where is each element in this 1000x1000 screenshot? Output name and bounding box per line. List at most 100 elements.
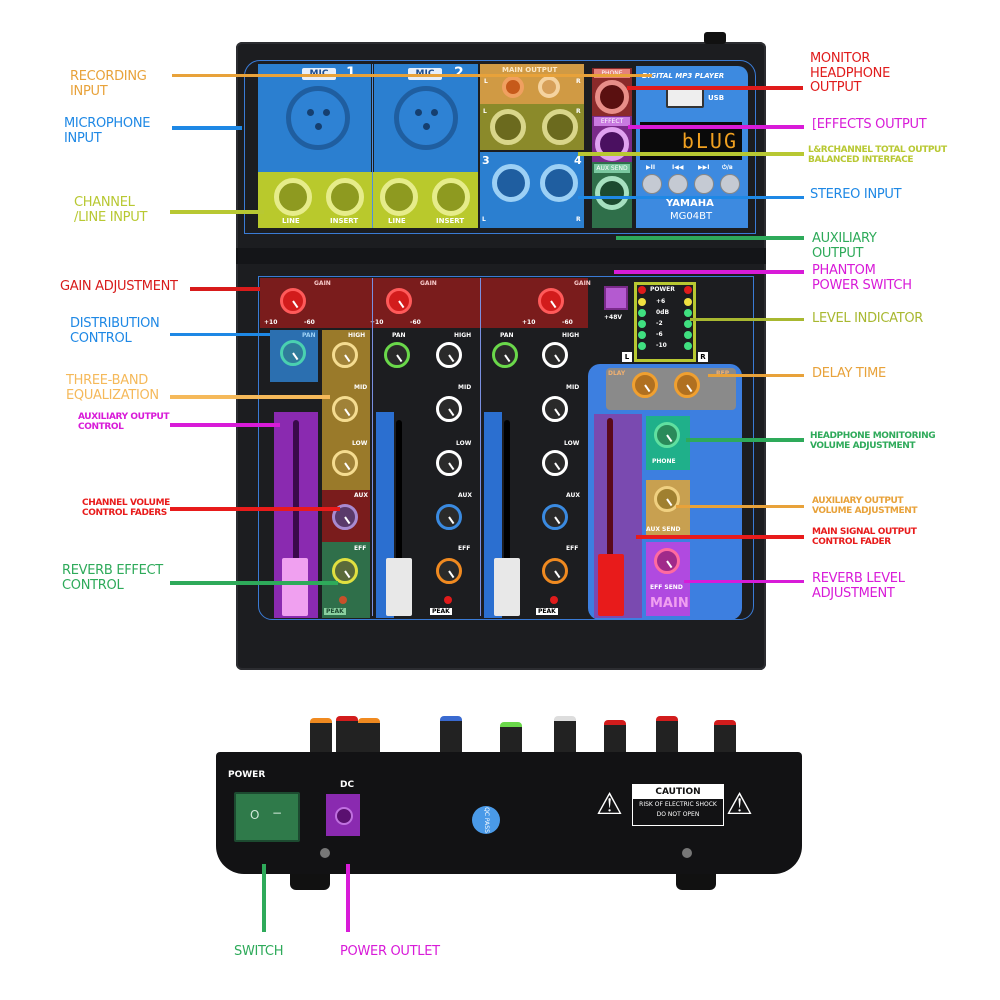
low-eq-knob-1[interactable] [332, 450, 358, 476]
high-eq-knob-2[interactable] [436, 342, 462, 368]
balanced-jack-right[interactable] [542, 109, 578, 145]
fader-track-1 [293, 420, 299, 570]
aux-knob-3-4[interactable] [542, 504, 568, 530]
line-jack-2[interactable] [380, 178, 418, 216]
aux-knob-2[interactable] [436, 504, 462, 530]
mid-eq-knob-2[interactable] [436, 396, 462, 422]
high-eq-knob-1[interactable] [332, 342, 358, 368]
meter-level-label: -10 [656, 342, 667, 349]
play-pause-button[interactable] [642, 174, 662, 194]
r-label: R [576, 216, 581, 223]
callout-line-aux-output-volume [676, 505, 804, 508]
callout-line-headphone-monitoring-volume [686, 438, 804, 442]
meter-led-l [638, 320, 646, 328]
aux-knob-1[interactable] [332, 504, 358, 530]
gain-knob-3-4[interactable] [538, 288, 564, 314]
balanced-jack-left[interactable] [490, 109, 526, 145]
stereo-jack-3[interactable] [492, 164, 530, 202]
power-switch[interactable]: O − [234, 792, 300, 842]
r-label: R [576, 108, 581, 115]
xlr-jack-2[interactable] [394, 86, 458, 150]
mid-eq-knob-1[interactable] [332, 396, 358, 422]
main-fader[interactable] [598, 554, 624, 616]
callout-line-three-band-equalization [170, 395, 330, 399]
l-label: L [483, 108, 487, 115]
peak-label-1: PEAK [324, 608, 346, 615]
eff-send-knob[interactable] [654, 548, 680, 574]
meter-l-label: L [622, 352, 632, 362]
meter-level-label: +6 [656, 298, 666, 305]
pan-knob-3-4[interactable] [492, 342, 518, 368]
phone-jack[interactable] [595, 80, 629, 114]
callout-line-auxiliary-output-control [170, 423, 280, 427]
usb-port[interactable] [666, 88, 704, 108]
callout-channel-volume-control-faders: CHANNEL VOLUME CONTROL FADERS [82, 498, 170, 519]
xlr-jack-1[interactable] [286, 86, 350, 150]
low-eq-knob-2[interactable] [436, 450, 462, 476]
input-panel [244, 60, 756, 234]
mode-label: ⏻/ʙ [722, 164, 733, 171]
caution-line2: DO NOT OPEN [656, 811, 700, 818]
fader-3-4[interactable] [494, 558, 520, 616]
pan-knob-2[interactable] [384, 342, 410, 368]
stereo-jack-4[interactable] [540, 164, 578, 202]
high-label: HIGH [348, 332, 366, 339]
fader-1[interactable] [282, 558, 308, 616]
peak-led-3-4 [550, 596, 558, 604]
lightning-warning-icon: ⚠ [596, 787, 623, 822]
mic1-zone: MIC 1 [258, 64, 371, 172]
foot [676, 874, 716, 890]
prev-button[interactable] [668, 174, 688, 194]
callout-line-gain-adjustment [190, 287, 260, 291]
delay-knob[interactable] [632, 372, 658, 398]
mp3-title: DIGITAL MP3 PLAYER [642, 72, 725, 80]
dc-power-jack[interactable] [326, 794, 360, 836]
mp3-player: DIGITAL MP3 PLAYER USB bLUG ▶II I◀◀ ▶▶I … [636, 66, 748, 228]
low-eq-knob-3-4[interactable] [542, 450, 568, 476]
gain-knob-1[interactable] [280, 288, 306, 314]
gain-strip [260, 278, 588, 328]
fader-2[interactable] [386, 558, 412, 616]
insert-jack-2[interactable] [432, 178, 470, 216]
aux-label: AUX [354, 492, 368, 499]
eff-knob-2[interactable] [436, 558, 462, 584]
l-label: L [484, 78, 488, 85]
main-label: MAIN [650, 596, 689, 611]
eff-knob-1[interactable] [332, 558, 358, 584]
foot [290, 874, 330, 890]
callout-lr-total-output: L&RCHANNEL TOTAL OUTPUT BALANCED INTERFA… [808, 145, 947, 166]
meter-led-l [638, 342, 646, 350]
mid-eq-knob-3-4[interactable] [542, 396, 568, 422]
rca-jack-left[interactable] [502, 76, 524, 98]
repeat-knob[interactable] [674, 372, 700, 398]
meter-led-l [638, 309, 646, 317]
pan-knob-1[interactable] [280, 340, 306, 366]
insert-jack-1[interactable] [326, 178, 364, 216]
mic2-zone: MIC 2 [374, 64, 478, 172]
mode-bluetooth-button[interactable] [720, 174, 740, 194]
eff-knob-3-4[interactable] [542, 558, 568, 584]
switch-off-mark: − [272, 806, 283, 820]
meter-level-label: 0dB [656, 309, 670, 316]
power-led-l [638, 286, 646, 294]
low-label: LOW [456, 440, 472, 447]
power-label: POWER [228, 770, 266, 780]
gain-knob-2[interactable] [386, 288, 412, 314]
callout-line-phantom-power-switch [614, 270, 804, 274]
callout-line-channel-line-input [170, 210, 264, 214]
insert-label-1: INSERT [330, 217, 359, 225]
aux-send-volume-knob[interactable] [654, 486, 680, 512]
callout-line-delay-time [708, 374, 804, 377]
high-eq-knob-3-4[interactable] [542, 342, 568, 368]
aux-send-knob-label: AUX SEND [646, 526, 681, 533]
meter-led-l [638, 298, 646, 306]
next-button[interactable] [694, 174, 714, 194]
mixer-back-view: POWER O − DC QC PASS ⚠ CAUTION RISK OF E… [216, 752, 802, 874]
gain-min: +10 [264, 319, 278, 326]
line-jack-1[interactable] [274, 178, 312, 216]
phone-volume-knob[interactable] [654, 422, 680, 448]
aux-send-jack[interactable] [595, 176, 629, 210]
rca-jack-right[interactable] [538, 76, 560, 98]
phantom-power-switch[interactable] [604, 286, 628, 310]
fader-track-2 [396, 420, 402, 570]
